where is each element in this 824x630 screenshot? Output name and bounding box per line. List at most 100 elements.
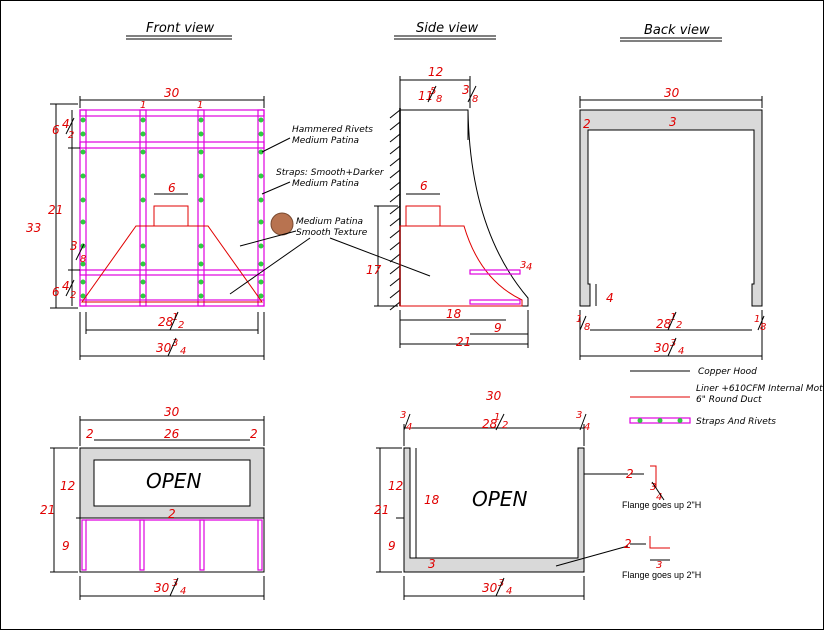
- label-bottom_left-d4: 4: [180, 586, 186, 597]
- notes: Hammered Rivets Medium Patina Straps: Sm…: [229, 125, 431, 295]
- label-bottom_left-open: OPEN: [146, 469, 201, 493]
- label-side-d9: 9: [494, 321, 502, 335]
- label-side-d18: 18: [446, 307, 462, 321]
- label-side-d3: 3: [462, 83, 470, 97]
- label-back-d8a: 8: [584, 322, 590, 333]
- label-bottom_right-d3b: 3: [576, 410, 582, 421]
- label-bottom_right-d4c: 4: [506, 586, 512, 597]
- label-bottom_left-d21: 21: [40, 503, 55, 517]
- label-back-d30: 30: [664, 86, 680, 100]
- label-side-d8b: 8: [472, 94, 478, 105]
- label-legend-liner1: Liner +610CFM Internal Motor: [696, 384, 824, 394]
- label-front-d2b: 2: [70, 290, 76, 301]
- label-side-d4: 4: [526, 262, 532, 273]
- side-view-title: Side view: [416, 21, 479, 36]
- label-bottom_left-d30b: 30: [154, 581, 170, 595]
- label-bottom_right-f4: 4: [656, 492, 662, 503]
- label-notes-patina2: Smooth Texture: [296, 228, 368, 238]
- legend: Copper Hood Liner +610CFM Internal Motor…: [629, 367, 824, 427]
- label-front-d6: 6: [168, 181, 176, 195]
- label-bottom_right-d28: 28: [482, 417, 498, 431]
- label-bottom_right-d1: 1: [494, 412, 500, 423]
- label-front-d21: 21: [48, 203, 63, 217]
- rivets: [80, 117, 264, 299]
- front-view-title: Front view: [146, 21, 215, 36]
- label-back-d4b: 4: [678, 346, 684, 357]
- label-front-d4: 4: [62, 117, 70, 131]
- label-bottom_right-d18: 18: [424, 493, 440, 507]
- label-front-d4c: 4: [180, 346, 186, 357]
- label-front-d1b: 1: [197, 100, 203, 111]
- side-view: 12 11 5 8 3 8 6 17 3 4 18 9 21: [366, 65, 532, 349]
- label-bottom_left-d12: 12: [60, 479, 75, 493]
- label-legend-liner2: 6" Round Duct: [696, 395, 762, 405]
- label-back-d4: 4: [606, 291, 614, 305]
- label-front-d1a: 1: [140, 100, 146, 111]
- label-side-d12: 12: [428, 65, 443, 79]
- label-bottom_right-d30: 30: [486, 389, 502, 403]
- label-bottom_right-f3b: 3: [656, 560, 662, 571]
- label-bottom_right-d4b: 4: [584, 422, 590, 433]
- label-back-d8c: 8: [760, 322, 766, 333]
- label-bottom_left-d9: 9: [62, 539, 70, 553]
- label-side-d6: 6: [420, 179, 428, 193]
- label-front-d6c: 6: [52, 123, 60, 137]
- label-front-d33: 33: [26, 221, 41, 235]
- label-bottom_left-d26: 26: [164, 427, 180, 441]
- label-back-d2b: 2: [676, 320, 682, 331]
- back-view: 30 2 3 4 1 8 28 1 2 1 8 30 3 4: [576, 86, 766, 360]
- label-front-d30b: 30: [156, 341, 172, 355]
- label-bottom_left-d2c: 2: [168, 507, 176, 521]
- label-front-d2: 2: [68, 130, 74, 141]
- label-notes-rivets2: Medium Patina: [292, 136, 359, 146]
- copper-swatch: [270, 212, 294, 236]
- label-notes-straps1: Straps: Smooth+Darker: [276, 168, 385, 178]
- back-view-title: Back view: [644, 23, 710, 38]
- label-front-d8: 8: [80, 254, 86, 265]
- label-side-d3c: 3: [520, 260, 526, 271]
- label-bottom_left-d2a: 2: [86, 427, 94, 441]
- label-bottom_right-open: OPEN: [472, 487, 527, 511]
- label-side-d17: 17: [366, 263, 382, 277]
- label-bottom_right-f2b: 2: [624, 537, 632, 551]
- label-bottom_right-d3: 3: [428, 557, 436, 571]
- label-back-d28: 28: [656, 317, 672, 331]
- fraction-slashes: [65, 85, 765, 597]
- label-back-d1a: 1: [576, 314, 582, 325]
- label-front-d28: 28: [158, 315, 174, 329]
- label-back-d1c: 1: [754, 314, 760, 325]
- label-bottom_left-d2b: 2: [250, 427, 258, 441]
- label-front-d30: 30: [164, 86, 180, 100]
- label-bottom_right-d12: 12: [388, 479, 403, 493]
- label-bottom_right-flange2: Flange goes up 2"H: [622, 570, 701, 580]
- label-notes-straps2: Medium Patina: [292, 179, 359, 189]
- label-bottom_right-d2: 2: [502, 420, 508, 431]
- label-legend-hood: Copper Hood: [698, 367, 757, 377]
- label-back-d30b: 30: [654, 341, 670, 355]
- label-bottom_right-d9: 9: [388, 539, 396, 553]
- label-front-d3: 3: [70, 239, 78, 253]
- label-bottom_right-d21: 21: [374, 503, 389, 517]
- label-bottom_right-flange1: Flange goes up 2"H: [622, 500, 701, 510]
- label-front-d2c: 2: [178, 320, 184, 331]
- label-bottom_left-d30: 30: [164, 405, 180, 419]
- label-back-d2: 2: [583, 117, 591, 131]
- bottom-left-view: 30 2 26 2 12 21 9 2 OPEN 30 3 4: [40, 405, 265, 600]
- label-notes-patina1: Medium Patina: [296, 217, 363, 227]
- label-bottom_right-d30b: 30: [482, 581, 498, 595]
- label-back-d3: 3: [669, 115, 677, 129]
- label-front-d6b: 6: [52, 285, 60, 299]
- bottom-right-view: 30 3 4 28 1 2 3 4 12 18 21 9 3 OPEN 30 3…: [374, 389, 701, 600]
- front-view: 30 1 1 6 6 4 2 21 33 3 8 6 4 2 28 1 2 30…: [26, 86, 265, 360]
- label-side-d8: 8: [436, 94, 442, 105]
- label-front-d4b: 4: [62, 279, 70, 293]
- label-legend-straps: Straps And Rivets: [696, 417, 776, 427]
- label-notes-rivets1: Hammered Rivets: [292, 125, 373, 135]
- label-bottom_right-f3: 3: [650, 482, 656, 493]
- label-bottom_right-f2a: 2: [626, 467, 634, 481]
- label-bottom_right-d4a: 4: [406, 422, 412, 433]
- label-bottom_right-d3a: 3: [400, 410, 406, 421]
- label-side-d21: 21: [456, 335, 471, 349]
